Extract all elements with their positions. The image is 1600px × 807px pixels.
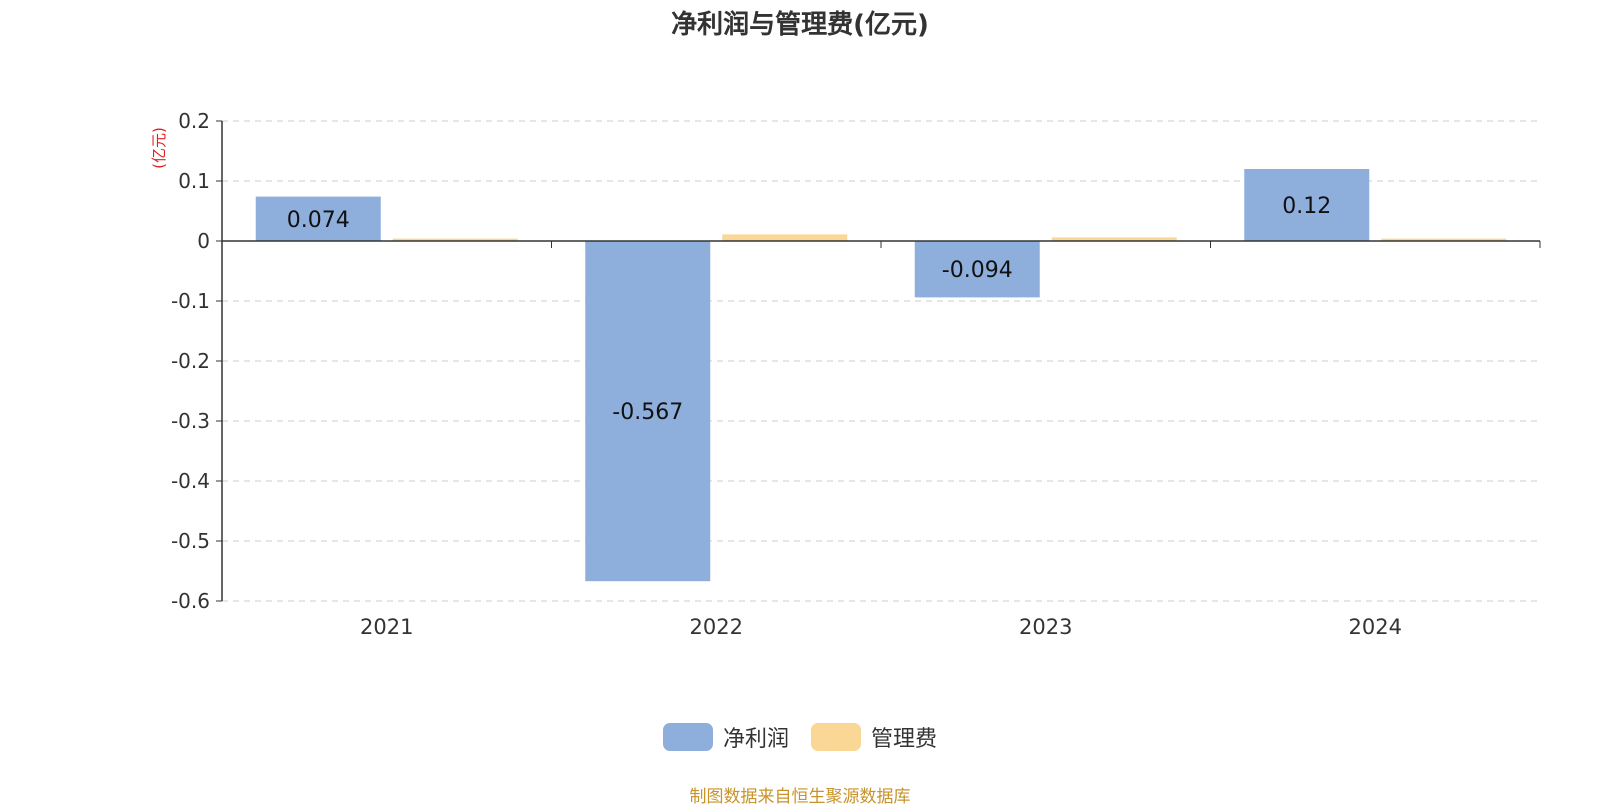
legend-label-management-fee: 管理费 — [871, 727, 938, 752]
legend-item-management-fee[interactable]: 管理费 — [811, 721, 937, 753]
x-tick-label: 2021 — [360, 615, 413, 639]
chart-title: 净利润与管理费(亿元) — [671, 10, 929, 40]
bar-chart: 0.2 0.1 0 -0.1 -0.2 -0.3 -0.4 -0.5 -0.6 2021 2022 2… — [150, 109, 1541, 639]
y-tick-label: 0.1 — [178, 169, 210, 193]
bar-management-fee — [1381, 238, 1507, 241]
legend-item-net-profit[interactable]: 净利润 — [662, 721, 789, 753]
data-labels: 0.074 -0.567 -0.094 0.12 — [287, 194, 1331, 425]
legend-swatch-management-fee — [811, 723, 861, 751]
legend-swatch-net-profit — [662, 723, 713, 751]
bar-management-fee — [392, 238, 518, 241]
y-axis-unit-label: (亿元) — [150, 127, 168, 169]
y-tick-label: -0.1 — [171, 289, 210, 313]
data-source-note: 制图数据来自恒生聚源数据库 — [689, 787, 911, 807]
bar-net-profit — [585, 241, 711, 582]
bar-management-fee — [1051, 237, 1177, 241]
legend: 净利润 管理费 — [0, 722, 1600, 752]
data-label: -0.567 — [612, 400, 683, 425]
bar-net-profit — [914, 241, 1040, 298]
data-label: 0.074 — [287, 208, 350, 233]
bars — [255, 169, 1507, 582]
y-tick-label: -0.4 — [171, 469, 210, 493]
data-label: 0.12 — [1282, 194, 1331, 219]
y-tick-label: 0.2 — [178, 109, 210, 133]
axes: 0.2 0.1 0 -0.1 -0.2 -0.3 -0.4 -0.5 -0.6 2021 2022 2… — [171, 109, 1541, 639]
y-tick-label: -0.3 — [171, 409, 210, 433]
legend-label-net-profit: 净利润 — [722, 727, 789, 752]
x-tick-label: 2022 — [690, 615, 743, 639]
bar-net-profit — [255, 196, 381, 241]
y-tick-label: -0.6 — [171, 589, 210, 613]
y-tick-label: -0.5 — [171, 529, 210, 553]
bar-net-profit — [1244, 169, 1370, 241]
y-tick-label: -0.2 — [171, 349, 210, 373]
x-tick-label: 2024 — [1349, 615, 1402, 639]
y-tick-label: 0 — [197, 229, 210, 253]
x-tick-label: 2023 — [1019, 615, 1072, 639]
data-label: -0.094 — [942, 258, 1013, 283]
bar-management-fee — [722, 234, 848, 241]
